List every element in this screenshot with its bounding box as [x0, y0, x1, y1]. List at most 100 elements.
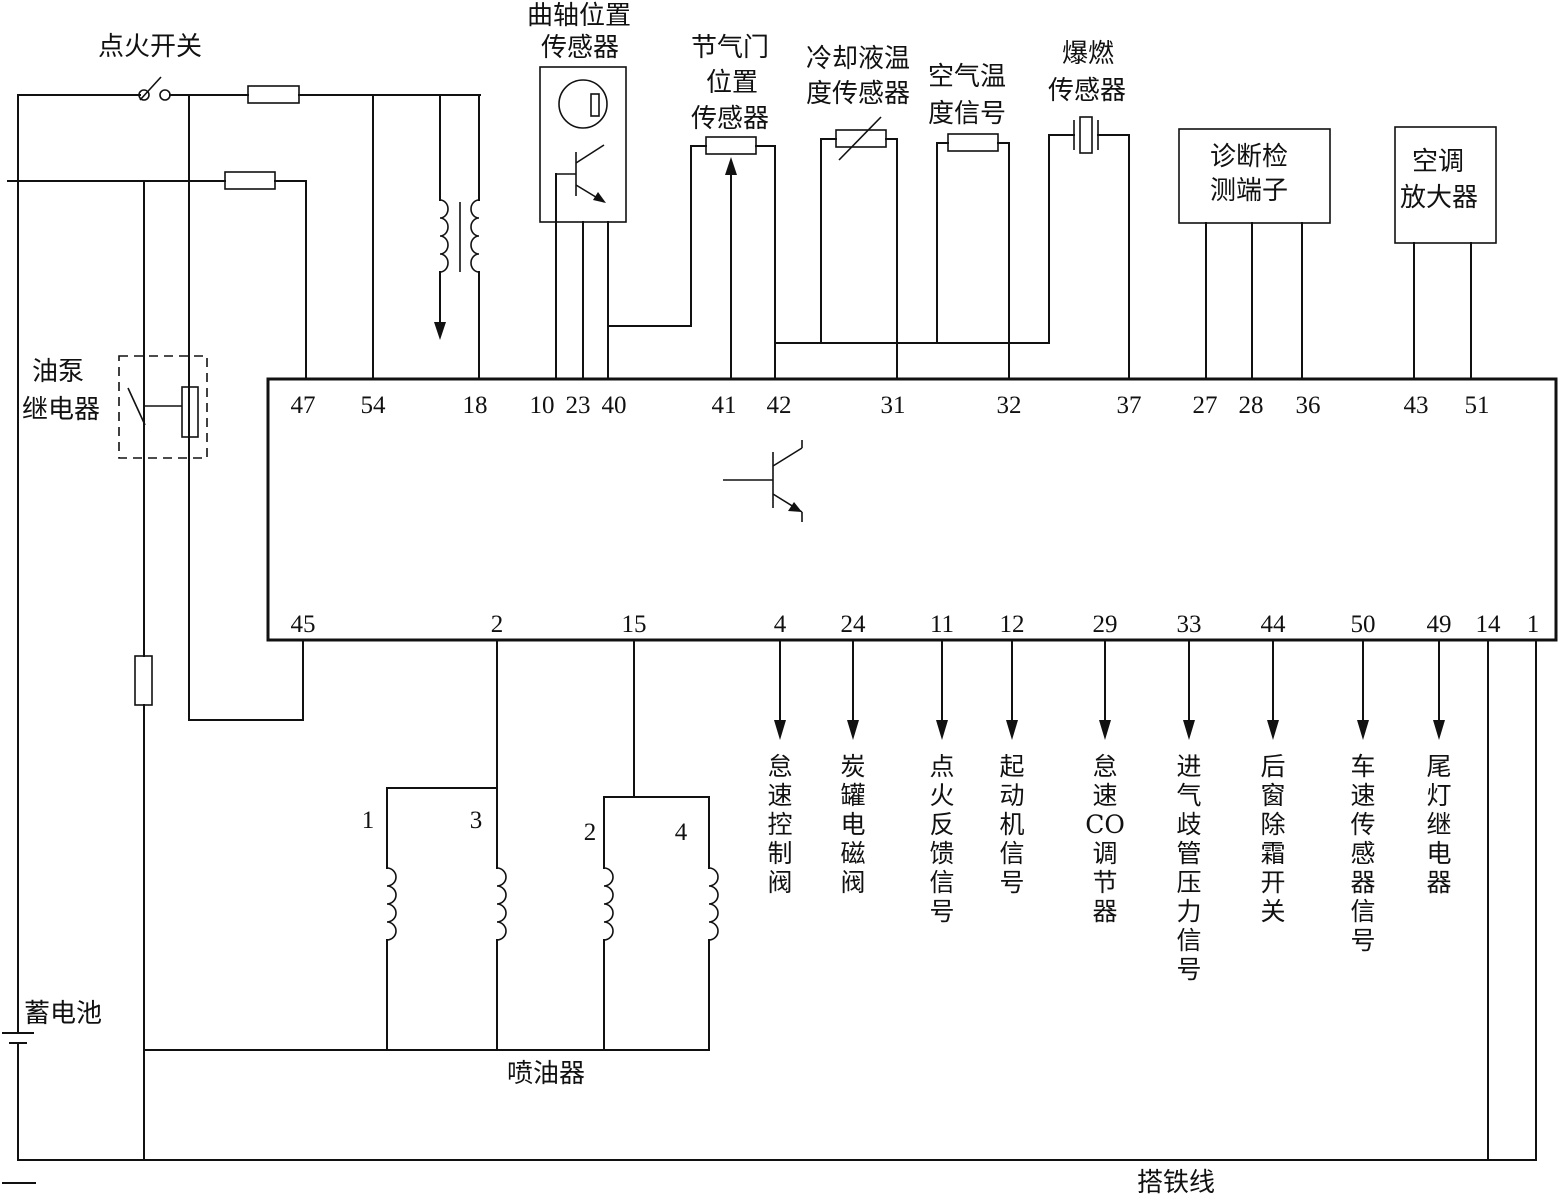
pin-label: 14	[1476, 611, 1502, 638]
output-label: 后窗除霜开关	[1260, 752, 1285, 926]
ignition-switch-label: 点火开关	[98, 32, 202, 62]
ac-amplifier-label-2: 放大器	[1400, 183, 1478, 213]
output-label: 怠速控制阀	[767, 752, 792, 897]
air-temp-label-2: 度信号	[928, 99, 1006, 129]
diag-terminal-box	[1178, 128, 1331, 224]
pin-label: 2	[491, 611, 504, 638]
pin-label: 23	[566, 392, 591, 419]
pin-label: 1	[1527, 611, 1540, 638]
fuel-pump-relay-box	[118, 355, 208, 459]
pin-label: 28	[1239, 392, 1264, 419]
pin-label: 12	[1000, 611, 1025, 638]
pin-label: 45	[291, 611, 316, 638]
throttle-sensor-label-1: 节气门	[691, 33, 769, 63]
crank-sensor-box	[539, 66, 627, 223]
diag-terminal-label-1: 诊断检	[1210, 142, 1288, 172]
injector-number: 1	[362, 807, 375, 834]
air-temp-sensor-icon	[947, 133, 999, 152]
ac-amplifier-box	[1394, 126, 1497, 244]
coolant-sensor-label-1: 冷却液温	[806, 44, 910, 74]
ecu-transistor-arrow-icon	[788, 502, 802, 512]
pin-label: 43	[1404, 392, 1429, 419]
injector-number: 3	[470, 807, 483, 834]
crank-sensor-label-1: 曲轴位置	[527, 1, 631, 31]
output-arrow-icon	[847, 720, 859, 740]
pin-label: 41	[712, 392, 737, 419]
knock-sensor-label-2: 传感器	[1048, 76, 1126, 106]
coil-arrow-icon	[434, 322, 446, 340]
crank-sensor-label-2: 传感器	[541, 33, 619, 63]
pin-label: 29	[1093, 611, 1118, 638]
air-temp-label-1: 空气温	[928, 62, 1006, 92]
output-arrow-icon	[1006, 720, 1018, 740]
output-signal: 车速传感器信号	[1350, 639, 1376, 955]
output-arrow-icon	[1267, 720, 1279, 740]
injector-3-coil-icon	[496, 867, 507, 941]
crank-sensor-transistor-icon	[556, 144, 605, 203]
output-signal: 后窗除霜开关	[1260, 639, 1286, 926]
pin-label: 11	[930, 611, 954, 638]
output-label: 进气歧管压力信号	[1176, 752, 1201, 984]
throttle-sensor-label-2: 位置	[706, 68, 758, 98]
output-signal: 尾灯继电器	[1426, 639, 1452, 897]
output-arrow-icon	[1433, 720, 1445, 740]
battery-icon	[2, 94, 36, 1184]
throttle-potentiometer-icon	[705, 136, 757, 155]
ac-amplifier-label-1: 空调	[1412, 147, 1464, 177]
pin-label: 32	[997, 392, 1022, 419]
output-signal: 怠速控制阀	[767, 639, 793, 897]
pin-label: 10	[530, 392, 555, 419]
pin-label: 31	[881, 392, 906, 419]
pin-label: 36	[1296, 392, 1321, 419]
crank-transistor-arrow-icon	[593, 192, 606, 203]
pin-label: 44	[1261, 611, 1287, 638]
pin-label: 49	[1427, 611, 1452, 638]
fuel-pump-relay-label-1: 油泵	[32, 357, 84, 387]
output-arrow-icon	[1183, 720, 1195, 740]
output-label: 点火反馈信号	[929, 752, 954, 926]
output-signal: 炭罐电磁阀	[840, 639, 866, 897]
pin-label: 37	[1117, 392, 1142, 419]
injector-2-coil-icon	[603, 867, 614, 941]
injector-label: 喷油器	[507, 1059, 585, 1089]
fuse-2-icon	[224, 171, 276, 190]
fuse-3-icon	[134, 655, 153, 706]
fuel-pump-relay-label-2: 继电器	[22, 395, 100, 425]
output-label: 炭罐电磁阀	[840, 752, 865, 897]
pin-label: 24	[841, 611, 867, 638]
pin-label: 47	[291, 392, 316, 419]
injector-1-coil-icon	[386, 867, 397, 941]
pin-label: 33	[1177, 611, 1202, 638]
knock-sensor-label-1: 爆燃	[1062, 39, 1114, 69]
throttle-wiper-arrow-icon	[725, 157, 737, 175]
pin-label: 18	[463, 392, 488, 419]
output-label: 尾灯继电器	[1426, 752, 1451, 897]
coolant-sensor-label-2: 度传感器	[806, 79, 910, 109]
ignition-switch-icon	[138, 76, 171, 101]
output-signal: 起动机信号	[999, 639, 1025, 897]
relay-switch-icon	[127, 386, 199, 438]
throttle-sensor-label-3: 传感器	[691, 104, 769, 134]
ignition-coil-secondary-icon	[470, 199, 480, 273]
pin-label: 27	[1193, 392, 1218, 419]
output-label: 车速传感器信号	[1350, 752, 1375, 955]
ignition-coil-primary-icon	[439, 199, 449, 273]
pin-label: 54	[361, 392, 387, 419]
crank-sensor-pickup-icon	[558, 79, 608, 129]
output-signal: 进气歧管压力信号	[1176, 639, 1202, 984]
ecu-box	[266, 377, 1558, 642]
output-arrow-icon	[774, 720, 786, 740]
pin-label: 50	[1351, 611, 1376, 638]
output-arrow-icon	[1099, 720, 1111, 740]
pin-label: 42	[767, 392, 792, 419]
knock-sensor-crystal-icon	[1073, 116, 1099, 154]
pin-label: 40	[602, 392, 627, 419]
battery-label: 蓄电池	[24, 999, 102, 1029]
